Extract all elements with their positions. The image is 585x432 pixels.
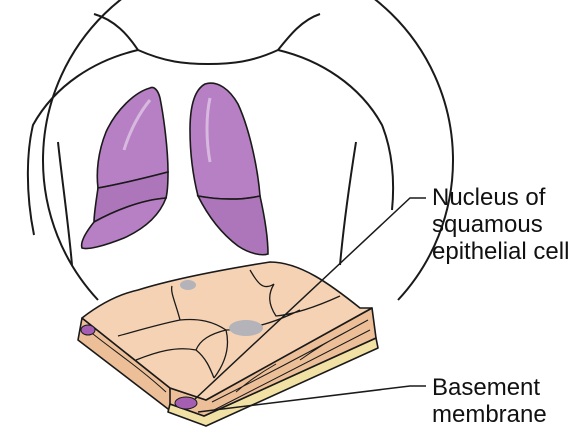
right-lung-upper-lobe: [190, 83, 260, 199]
nucleus-purple-front: [175, 397, 197, 409]
basement-label-line-1: Basement: [432, 374, 547, 401]
torso-right-arm-line: [340, 142, 356, 265]
epithelial-tissue-block: [78, 262, 378, 426]
basement-label-line-2: membrane: [432, 401, 547, 428]
basement-membrane-label: Basement membrane: [432, 374, 547, 428]
nucleus-label-line-1: Nucleus of: [432, 184, 569, 211]
torso-left-arm-line: [58, 142, 72, 265]
tissue-top-surface: [82, 262, 372, 400]
left-lung-upper-lobe: [97, 87, 168, 188]
nucleus-label-line-3: epithelial cell: [432, 238, 569, 265]
nucleus-gray-2: [229, 320, 263, 336]
nucleus-purple-left: [81, 325, 95, 335]
torso-neck-shoulders: [94, 14, 320, 64]
lungs: [82, 83, 268, 255]
nucleus-label-line-2: squamous: [432, 211, 569, 238]
right-lung-lower-lobe: [198, 196, 268, 255]
nucleus-gray-1: [180, 280, 196, 290]
nucleus-label: Nucleus of squamous epithelial cell: [432, 184, 569, 265]
torso-right-shoulder: [278, 50, 393, 210]
